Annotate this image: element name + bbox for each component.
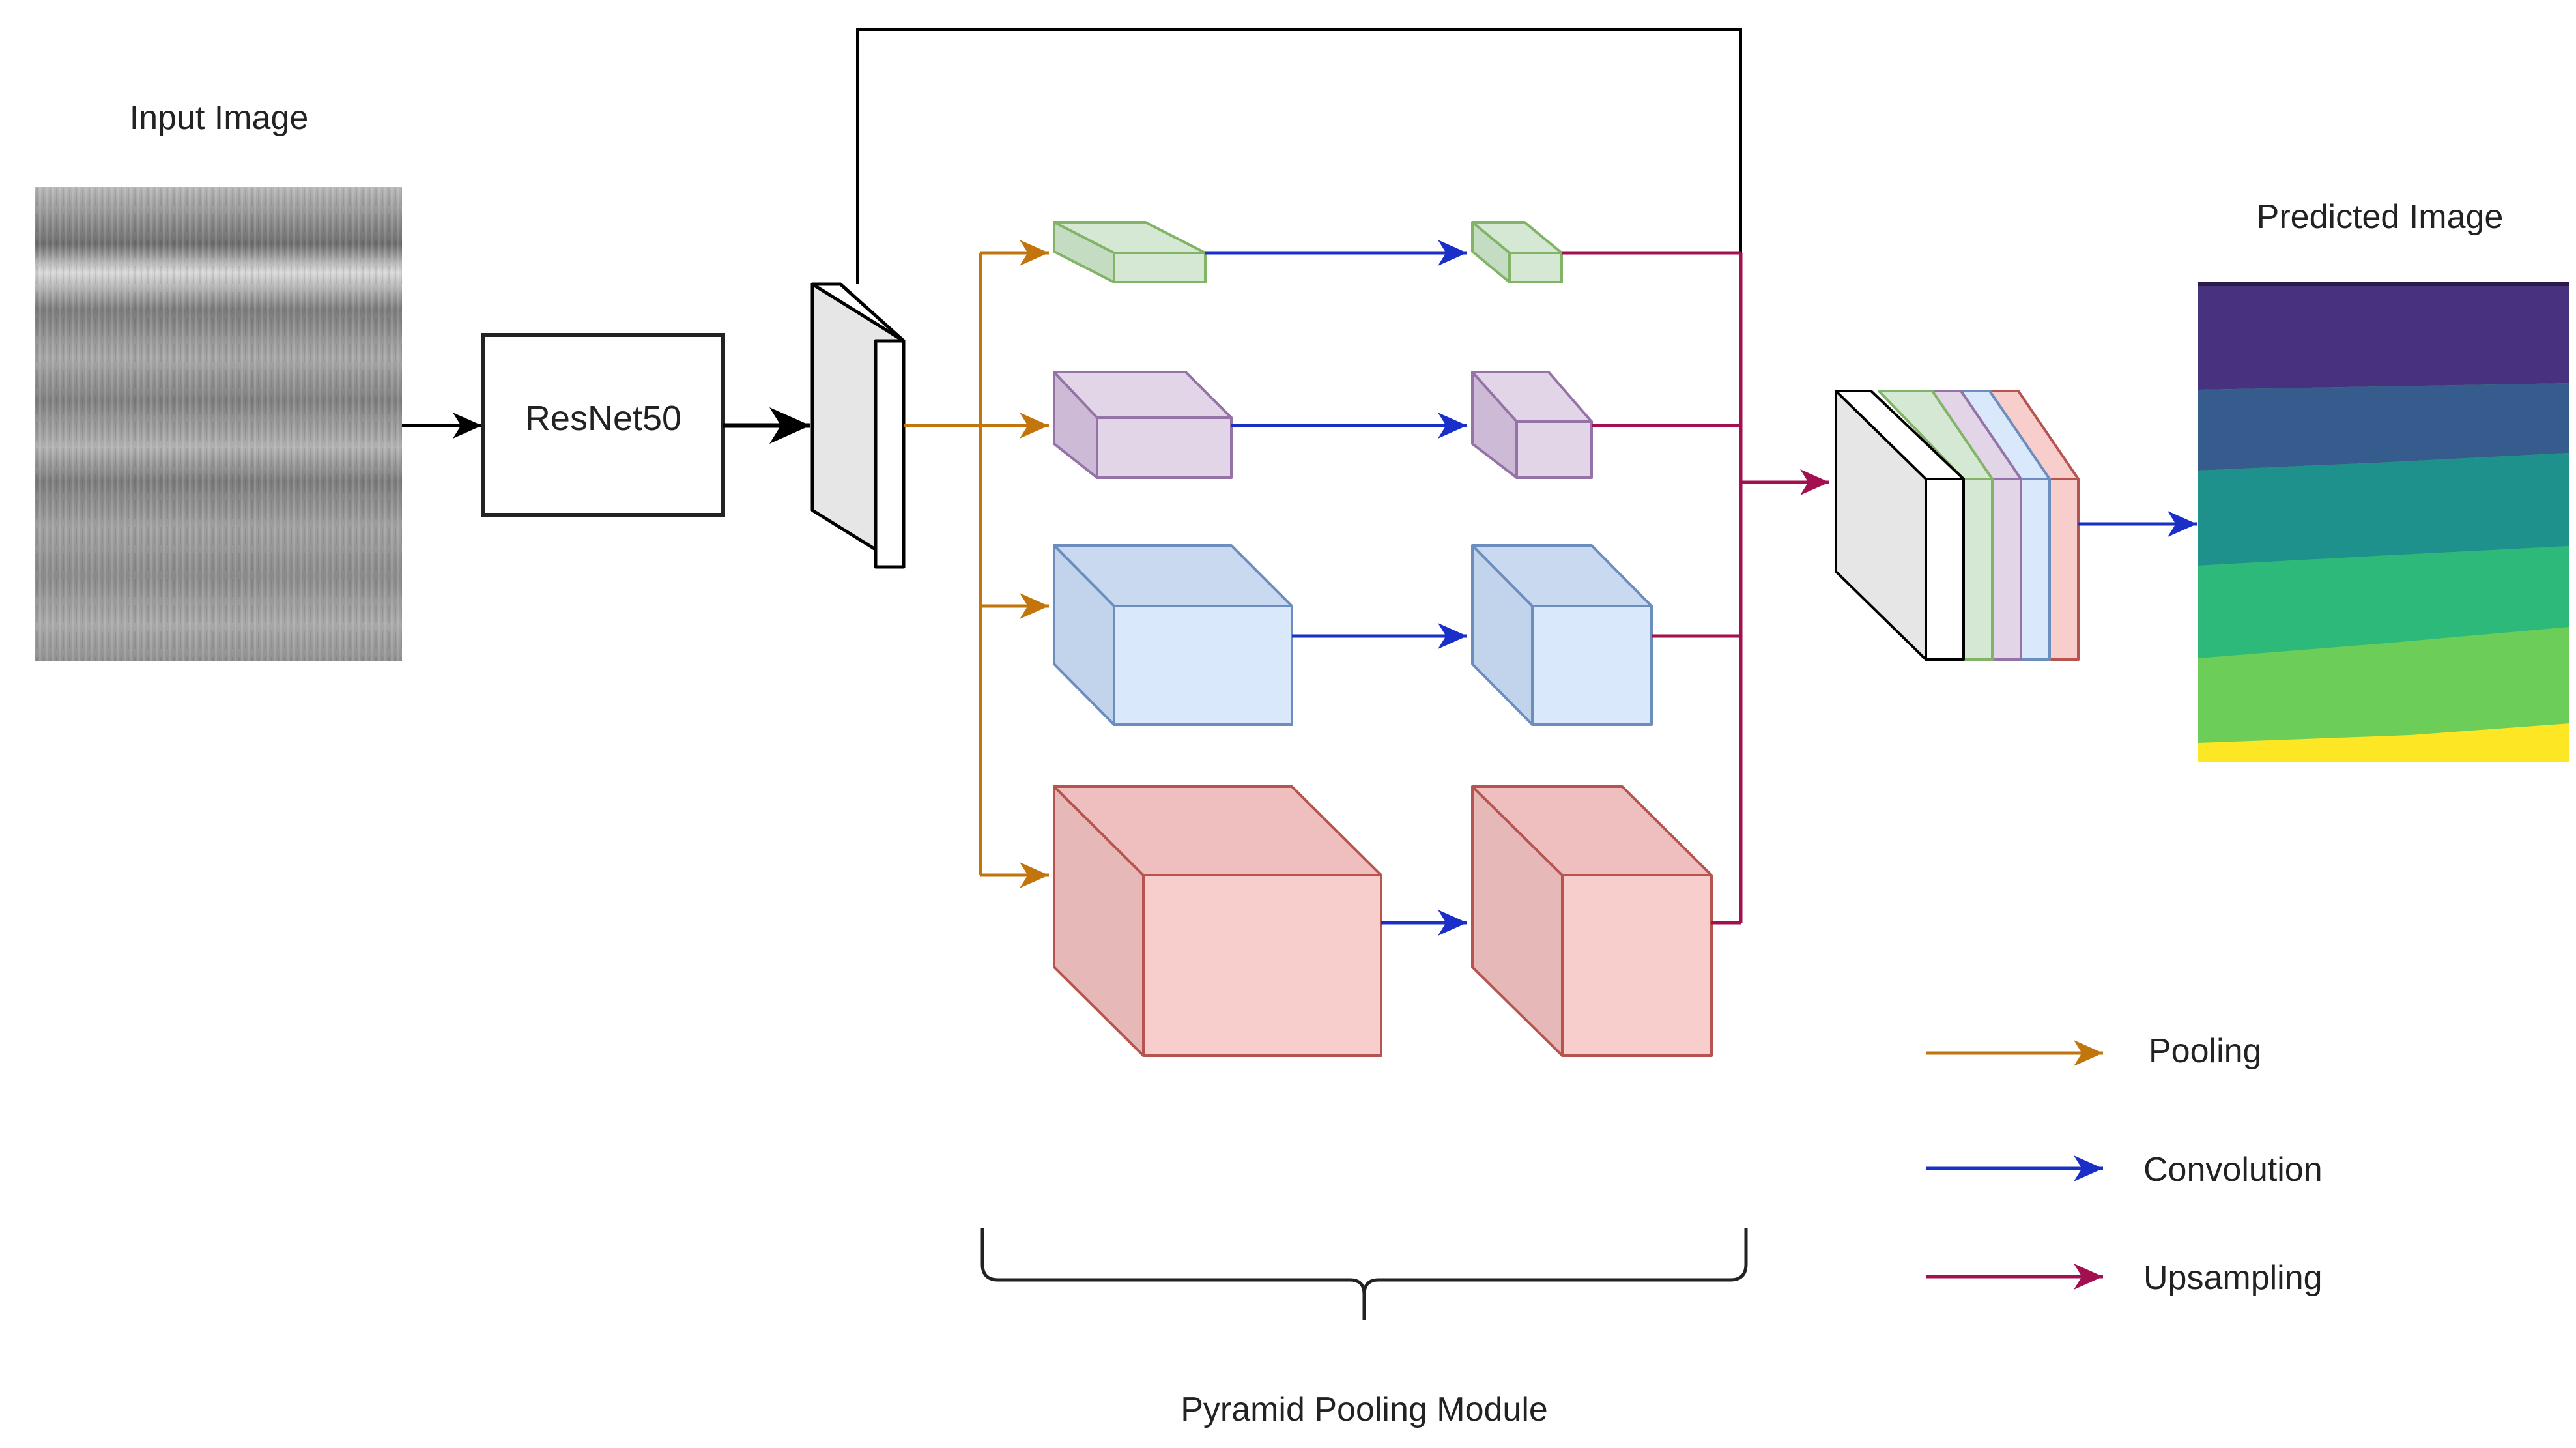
predicted-image-label: Predicted Image — [2257, 198, 2504, 236]
feature-map-block — [810, 282, 906, 569]
legend-upsampling-label: Upsampling — [2143, 1259, 2323, 1297]
conv-block-red — [1471, 785, 1713, 1057]
conv-block-purple — [1471, 371, 1593, 479]
predicted-image — [2198, 282, 2569, 762]
pooled-block-purple — [1053, 371, 1233, 479]
legend-convolution-label: Convolution — [2143, 1151, 2323, 1189]
pooled-block-blue — [1053, 544, 1293, 726]
pooling-lines — [904, 240, 1049, 888]
input-image-label: Input Image — [130, 99, 309, 137]
conv-block-blue — [1471, 544, 1653, 726]
pooled-block-green — [1053, 221, 1207, 283]
legend-pooling-label: Pooling — [2149, 1032, 2261, 1070]
skip-connection-line — [856, 28, 1742, 284]
concat-slab-feature — [1835, 390, 1965, 661]
pyramid-pooling-module-label: Pyramid Pooling Module — [1181, 1391, 1548, 1428]
resnet50-box: ResNet50 — [481, 333, 725, 517]
pooled-block-red — [1053, 785, 1382, 1057]
legend: Pooling Convolution Upsampling — [1926, 1032, 2323, 1297]
resnet50-label: ResNet50 — [525, 399, 681, 438]
concat-stack — [1835, 390, 2080, 661]
conv-block-green — [1471, 221, 1563, 283]
input-image — [35, 187, 402, 661]
module-brace — [980, 1228, 1748, 1320]
